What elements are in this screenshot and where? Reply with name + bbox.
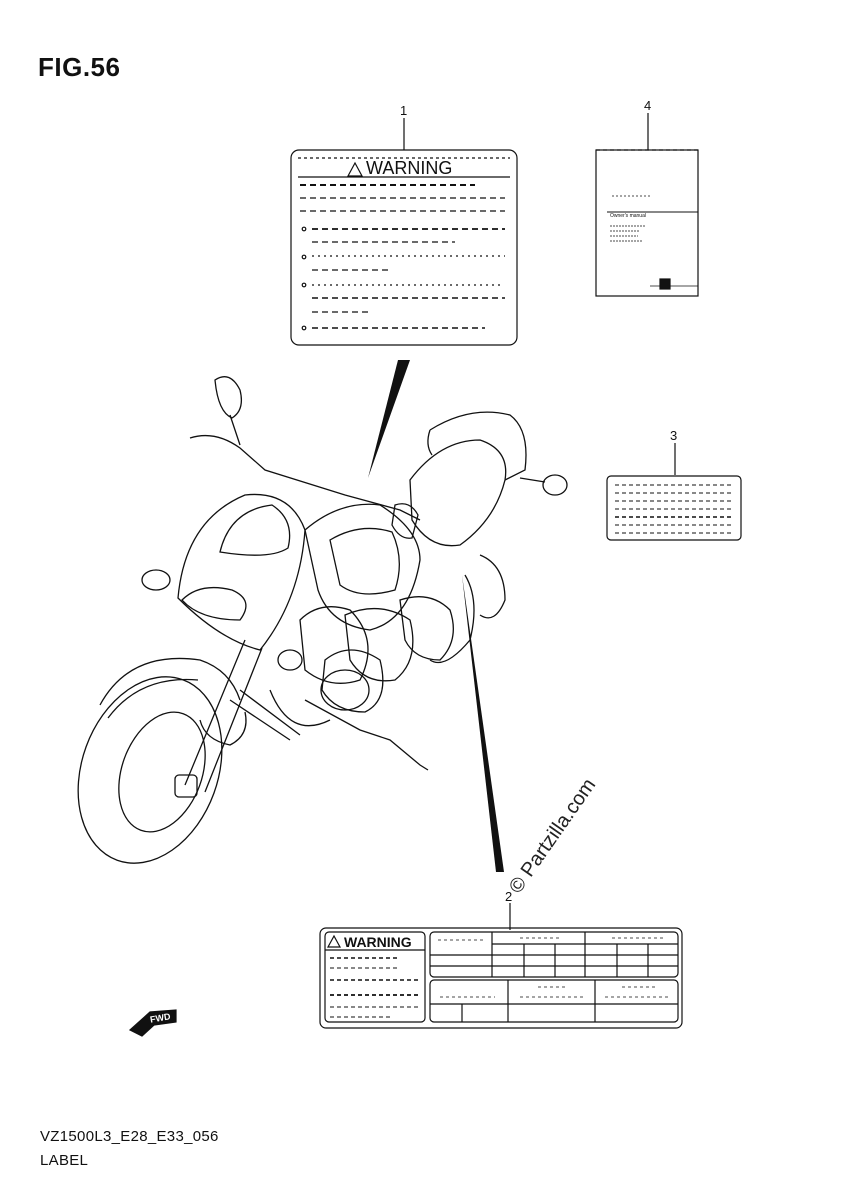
warning-heading-2: WARNING bbox=[344, 934, 412, 950]
warning-heading-1: WARNING bbox=[366, 158, 453, 178]
warning-triangle-icon bbox=[346, 161, 364, 177]
owners-manual-title: Owner's manual bbox=[610, 213, 646, 219]
info-label-3-outline bbox=[606, 475, 742, 541]
warning-label-2-outline bbox=[319, 927, 683, 1029]
front-indicator-icon bbox=[128, 1009, 177, 1037]
callout-3[interactable]: 3 bbox=[670, 428, 678, 443]
figure-code: VZ1500L3_E28_E33_056 bbox=[40, 1128, 219, 1145]
pointer-wedge-2 bbox=[462, 575, 504, 872]
motorcycle-drawing bbox=[77, 376, 568, 864]
callout-4[interactable]: 4 bbox=[644, 98, 652, 113]
owners-manual-outline bbox=[595, 149, 699, 297]
figure-name: LABEL bbox=[40, 1152, 89, 1169]
brand-logo-icon bbox=[659, 278, 671, 290]
figure-title: FIG.56 bbox=[38, 52, 121, 82]
warning-triangle-icon-2 bbox=[326, 934, 342, 948]
callout-1[interactable]: 1 bbox=[400, 103, 408, 118]
pointer-wedge-1 bbox=[368, 360, 410, 478]
callout-2[interactable]: 2 bbox=[505, 889, 513, 904]
warning-label-1-outline bbox=[290, 149, 518, 346]
